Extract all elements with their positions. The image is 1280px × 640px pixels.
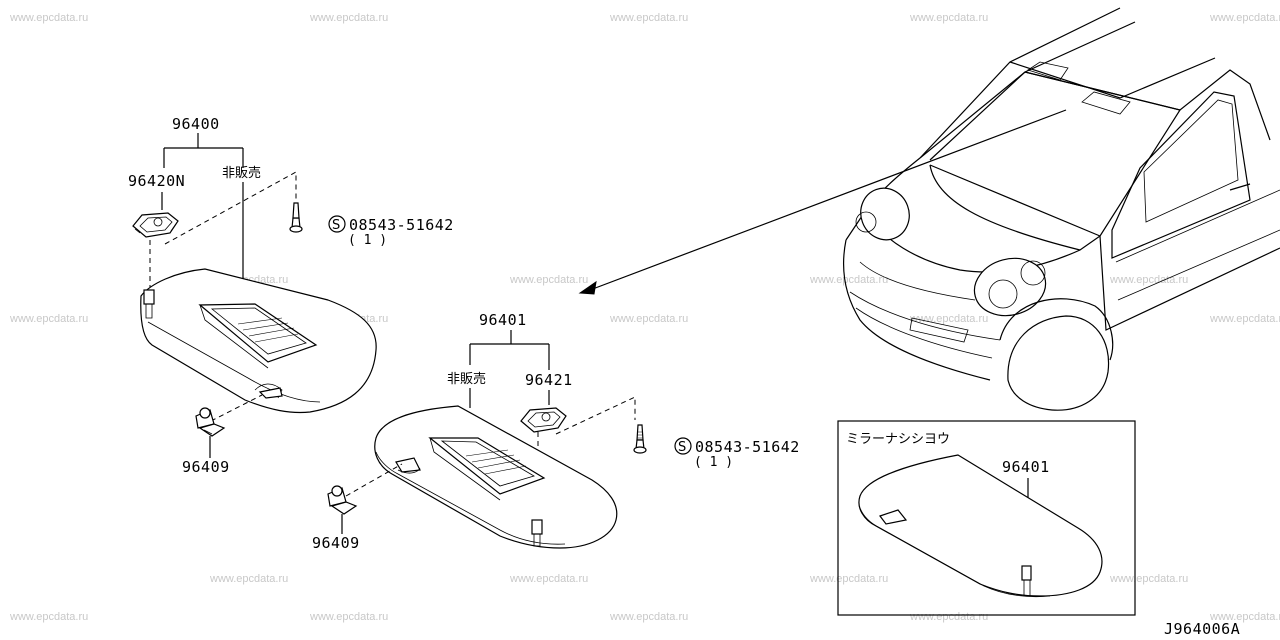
watermark-text: www.epcdata.ru bbox=[9, 12, 88, 24]
watermark-text: www.epcdata.ru bbox=[1209, 12, 1280, 24]
watermark-text: www.epcdata.ru bbox=[609, 313, 688, 325]
inset-frame bbox=[837, 420, 1136, 616]
part-number-96400[interactable]: 96400 bbox=[172, 115, 220, 133]
not-sold-label: 非販売 bbox=[222, 165, 261, 181]
watermark-text: www.epcdata.ru bbox=[509, 274, 588, 286]
watermark-text: www.epcdata.ru bbox=[809, 274, 888, 286]
holder-96420N[interactable] bbox=[132, 212, 179, 238]
group-96401: 96401 非販売 96421 S 08543-51642 ( 1 ) bbox=[312, 311, 800, 552]
watermark-text: www.epcdata.ru bbox=[609, 611, 688, 623]
watermark-text: www.epcdata.ru bbox=[1209, 611, 1280, 623]
assembly-line bbox=[210, 394, 263, 422]
screw-symbol-icon bbox=[328, 215, 346, 233]
watermark-text: www.epcdata.ru bbox=[909, 12, 988, 24]
quantity-label: ( 1 ) bbox=[694, 455, 733, 470]
watermark-text: www.epcdata.ru bbox=[1209, 313, 1280, 325]
screw-symbol-icon bbox=[674, 437, 692, 455]
watermark-text: www.epcdata.ru bbox=[9, 611, 88, 623]
watermark-text: www.epcdata.ru bbox=[209, 573, 288, 585]
assembly-line bbox=[164, 171, 297, 245]
watermark-text: www.epcdata.ru bbox=[1109, 274, 1188, 286]
part-number-96420N[interactable]: 96420N bbox=[128, 172, 185, 190]
assembly-line bbox=[555, 396, 636, 435]
watermark-text: www.epcdata.ru bbox=[309, 611, 388, 623]
part-number-screw[interactable]: 08543-51642 bbox=[695, 438, 800, 456]
watermark-text: www.epcdata.ru bbox=[909, 611, 988, 623]
part-number-96421[interactable]: 96421 bbox=[525, 371, 573, 389]
watermark-text: www.epcdata.ru bbox=[509, 573, 588, 585]
screw-icon[interactable] bbox=[289, 202, 303, 233]
pointer-arrow bbox=[589, 109, 1067, 291]
assembly-line bbox=[345, 463, 403, 497]
quantity-label: ( 1 ) bbox=[348, 233, 387, 248]
part-number-96401-inset[interactable]: 96401 bbox=[1002, 458, 1050, 476]
clip-96409-left[interactable] bbox=[195, 407, 226, 437]
watermark-text: www.epcdata.ru bbox=[609, 12, 688, 24]
leader-bracket bbox=[469, 330, 550, 370]
watermark-layer: www.epcdata.ru www.epcdata.ru www.epcdat… bbox=[9, 12, 1280, 623]
inset-no-mirror: ミラーナシシヨウ 96401 bbox=[837, 420, 1136, 616]
leader-bracket bbox=[163, 133, 244, 168]
sun-visor-no-mirror[interactable] bbox=[858, 454, 1103, 598]
screw-symbol: S bbox=[332, 218, 340, 233]
screw-symbol: S bbox=[678, 440, 686, 455]
part-number-screw[interactable]: 08543-51642 bbox=[349, 216, 454, 234]
part-number-96409[interactable]: 96409 bbox=[312, 534, 360, 552]
part-number-96409[interactable]: 96409 bbox=[182, 458, 230, 476]
not-sold-label: 非販売 bbox=[447, 371, 486, 387]
watermark-text: www.epcdata.ru bbox=[309, 12, 388, 24]
arrowhead-icon bbox=[578, 280, 597, 295]
watermark-text: www.epcdata.ru bbox=[809, 573, 888, 585]
watermark-text: www.epcdata.ru bbox=[1109, 573, 1188, 585]
part-number-96401[interactable]: 96401 bbox=[479, 311, 527, 329]
sun-visor-96401[interactable] bbox=[374, 405, 618, 549]
clip-96409-right[interactable] bbox=[327, 485, 358, 515]
diagram-code: J964006A bbox=[1164, 620, 1240, 638]
watermark-text: www.epcdata.ru bbox=[9, 313, 88, 325]
group-96400: 96400 96420N 非販売 S 08543-51642 ( 1 ) bbox=[128, 115, 454, 476]
sun-visor-96400[interactable] bbox=[140, 268, 377, 414]
holder-96421[interactable] bbox=[520, 407, 567, 433]
car-illustration bbox=[578, 7, 1280, 411]
screw-icon[interactable] bbox=[633, 424, 647, 454]
inset-title: ミラーナシシヨウ bbox=[846, 432, 950, 447]
